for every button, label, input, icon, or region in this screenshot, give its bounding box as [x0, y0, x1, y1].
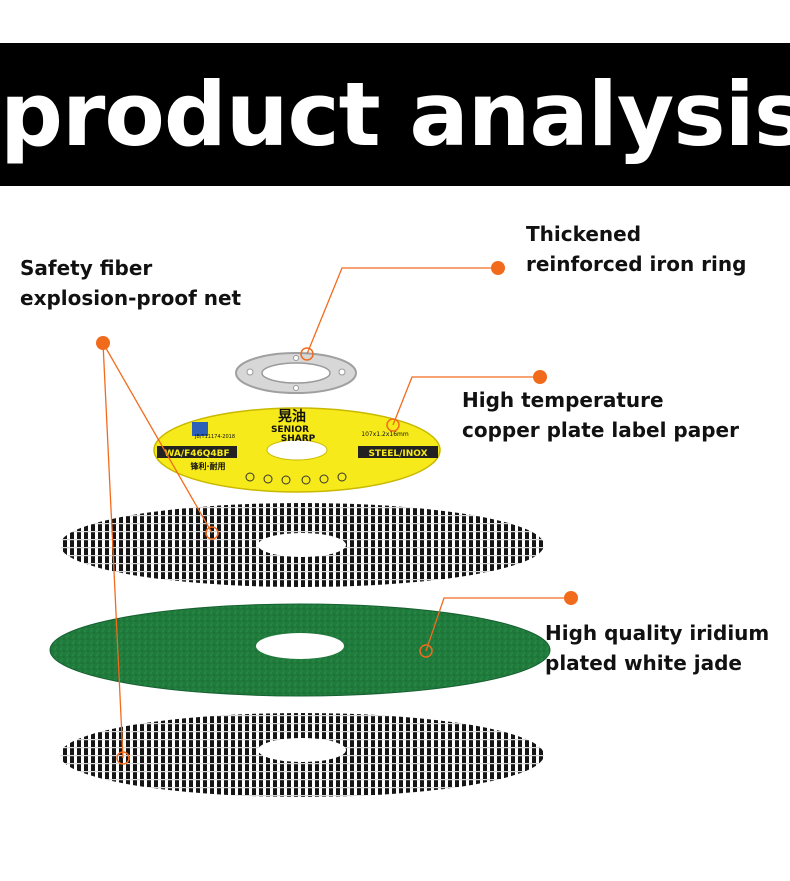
callout-label-paper-line1: High temperature	[462, 388, 664, 412]
callout-safety-net: Safety fiber explosion-proof net	[20, 253, 241, 313]
safety-net-callout-dot	[96, 336, 110, 350]
label-spec-left: WA/F46Q4BF	[164, 449, 229, 459]
label-brand-en2: SHARP	[281, 434, 316, 444]
callout-dots	[96, 261, 578, 605]
callout-abrasive: High quality iridium plated white jade	[545, 618, 769, 678]
abrasive-disc	[49, 603, 551, 697]
abrasive-callout-dot	[564, 591, 578, 605]
page-title: product analysis	[0, 63, 790, 166]
label-std: JB/T11174-2018	[194, 434, 235, 440]
label-spec-right: STEEL/INOX	[368, 449, 427, 459]
callout-safety-net-line1: Safety fiber	[20, 256, 153, 280]
label-paper-callout-dot	[533, 370, 547, 384]
label-brand-en1: SENIOR	[271, 425, 309, 435]
callout-label-paper-line2: copper plate label paper	[462, 418, 739, 442]
label-spec-size: 107x1.2x16mm	[361, 431, 409, 438]
callout-lines	[102, 267, 571, 759]
iron-ring-callout-dot	[491, 261, 505, 275]
iron-ring	[235, 352, 357, 394]
label-paper-disc: WA/F46Q4BF STEEL/INOX 晃油 SENIOR SHARP 10…	[153, 407, 441, 493]
callout-abrasive-line1: High quality iridium	[545, 621, 770, 645]
callout-safety-net-line2: explosion-proof net	[20, 286, 242, 310]
label-brand-cn: 晃油	[277, 408, 306, 425]
callout-abrasive-line2: plated white jade	[545, 651, 742, 675]
callout-iron-ring: Thickened reinforced iron ring	[526, 219, 746, 279]
callout-target-rings	[116, 347, 433, 765]
callout-iron-ring-line1: Thickened	[526, 222, 642, 246]
callout-iron-ring-line2: reinforced iron ring	[526, 252, 747, 276]
header-banner: product analysis	[0, 43, 790, 186]
label-sub-cn: 锋利·耐用	[190, 461, 225, 471]
fiber-net-disc-top	[60, 503, 544, 587]
fiber-net-disc-bottom	[60, 713, 544, 797]
brand-logo-icon	[192, 422, 208, 436]
callout-label-paper: High temperature copper plate label pape…	[462, 385, 739, 445]
